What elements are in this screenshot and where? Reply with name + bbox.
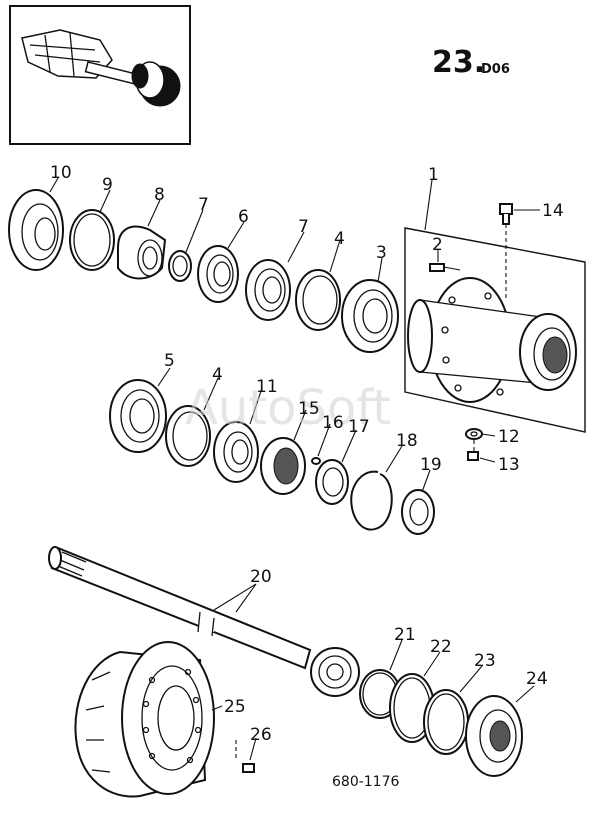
part-10-o-ring: [69, 209, 115, 271]
callout-4-lower: 4: [212, 365, 223, 385]
callout-26: 25: [224, 697, 246, 717]
part-12-seal: [213, 421, 259, 483]
part-14-bolt: [467, 440, 479, 461]
part-24-ring: [423, 689, 469, 755]
part-16-seal: [260, 437, 306, 495]
part-8-ring: [168, 250, 192, 282]
callout-labels: 10 9 8 7 6 7 4 3 1 2 14 12 13 5 4 11 15 …: [50, 163, 564, 745]
callout-4-upper: 4: [334, 229, 345, 249]
callout-7: 7: [298, 217, 309, 237]
callout-11: 10: [50, 163, 72, 183]
part-27-bolt: [235, 740, 255, 773]
watermark-text: AutoSoft: [185, 380, 391, 436]
callout-5: 5: [164, 351, 175, 371]
part-26-brake-drum: [74, 641, 215, 798]
part-13-washer: [465, 428, 483, 440]
callout-25: 24: [526, 669, 548, 689]
part-6-seal: [197, 245, 239, 303]
callout-8: 7: [198, 195, 209, 215]
drawing-number: 680-1176: [332, 774, 399, 790]
part-25-bearing: [465, 695, 523, 777]
callout-18: 17: [348, 417, 370, 437]
callout-23: 22: [430, 637, 452, 657]
part-20-nut: [401, 489, 435, 535]
part-9-retainer: [117, 225, 167, 280]
callout-12: 11: [256, 377, 278, 397]
callout-27: 26: [250, 725, 272, 745]
part-15-fitting: [499, 203, 513, 300]
callout-21: 20: [250, 567, 272, 587]
part-21-axle-shaft: [48, 546, 360, 697]
part-17-pin: [311, 457, 321, 465]
callout-1: 1: [428, 165, 439, 185]
part-18-lock-washer: [315, 459, 349, 505]
part-5-bearing: [109, 379, 167, 453]
part-4-upper-race: [295, 269, 341, 331]
inset-axle-sketch: [21, 29, 181, 107]
callout-2: 2: [432, 235, 443, 255]
part-2-bolt: [429, 263, 461, 272]
part-1-wheel-hub: [407, 277, 577, 403]
section-code: D06: [481, 62, 510, 77]
leader-lines: [49, 177, 540, 761]
part-4-lower-race: [165, 405, 211, 467]
callout-20: 19: [420, 455, 442, 475]
callout-10: 9: [102, 175, 113, 195]
callout-16: 15: [298, 399, 320, 419]
section-number: 23.: [432, 45, 485, 80]
callout-19: 18: [396, 431, 418, 451]
part-19-snap-ring: [350, 470, 393, 531]
callout-3: 3: [376, 243, 387, 263]
callout-17: 16: [322, 413, 344, 433]
hub-assembly-frame: [404, 227, 586, 433]
callout-9: 8: [154, 185, 165, 205]
part-11-cap: [8, 189, 64, 271]
part-7-seal: [245, 259, 291, 321]
callout-22: 21: [394, 625, 416, 645]
callout-14: 13: [498, 455, 520, 475]
inset-thumbnail: [9, 5, 191, 145]
part-3-bearing: [341, 279, 399, 353]
callout-13: 12: [498, 427, 520, 447]
callout-15: 14: [542, 201, 564, 221]
callout-6: 6: [238, 207, 249, 227]
callout-24: 23: [474, 651, 496, 671]
